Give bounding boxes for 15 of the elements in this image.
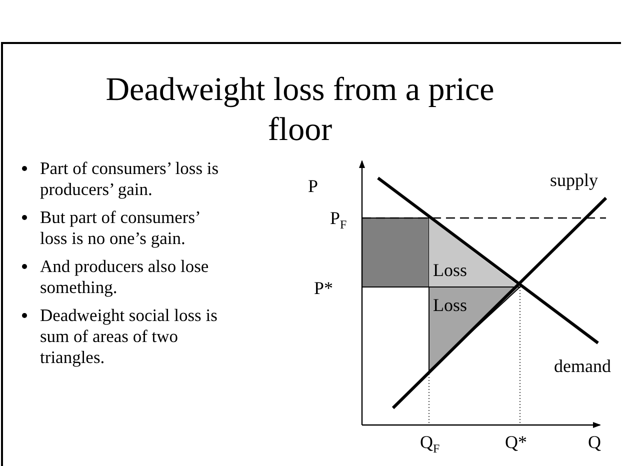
slide-title: Deadweight loss from a price floor: [104, 71, 496, 150]
axis-label: P$_{F}$: [330, 208, 347, 234]
area-label: Loss: [433, 295, 468, 315]
area-label: Loss: [433, 260, 468, 280]
bullet-text: Deadweight social loss is sum of areas of two triangles.: [40, 305, 218, 367]
curve-label: supply: [550, 170, 598, 190]
axis-label: Q$_{F}$: [420, 432, 440, 458]
axis-label: P: [308, 176, 318, 196]
bullet-text: But part of consumers’ loss is no one’s gain.: [40, 207, 200, 248]
axis-label: Q*: [505, 432, 527, 452]
curve-label: demand: [554, 356, 611, 376]
axis-label: Q: [588, 432, 601, 452]
bullet-text: Part of consumers’ loss is producers’ gain.: [40, 158, 219, 199]
bullet-text: And producers also lose something.: [40, 256, 209, 297]
axis-label: P*: [314, 278, 334, 298]
